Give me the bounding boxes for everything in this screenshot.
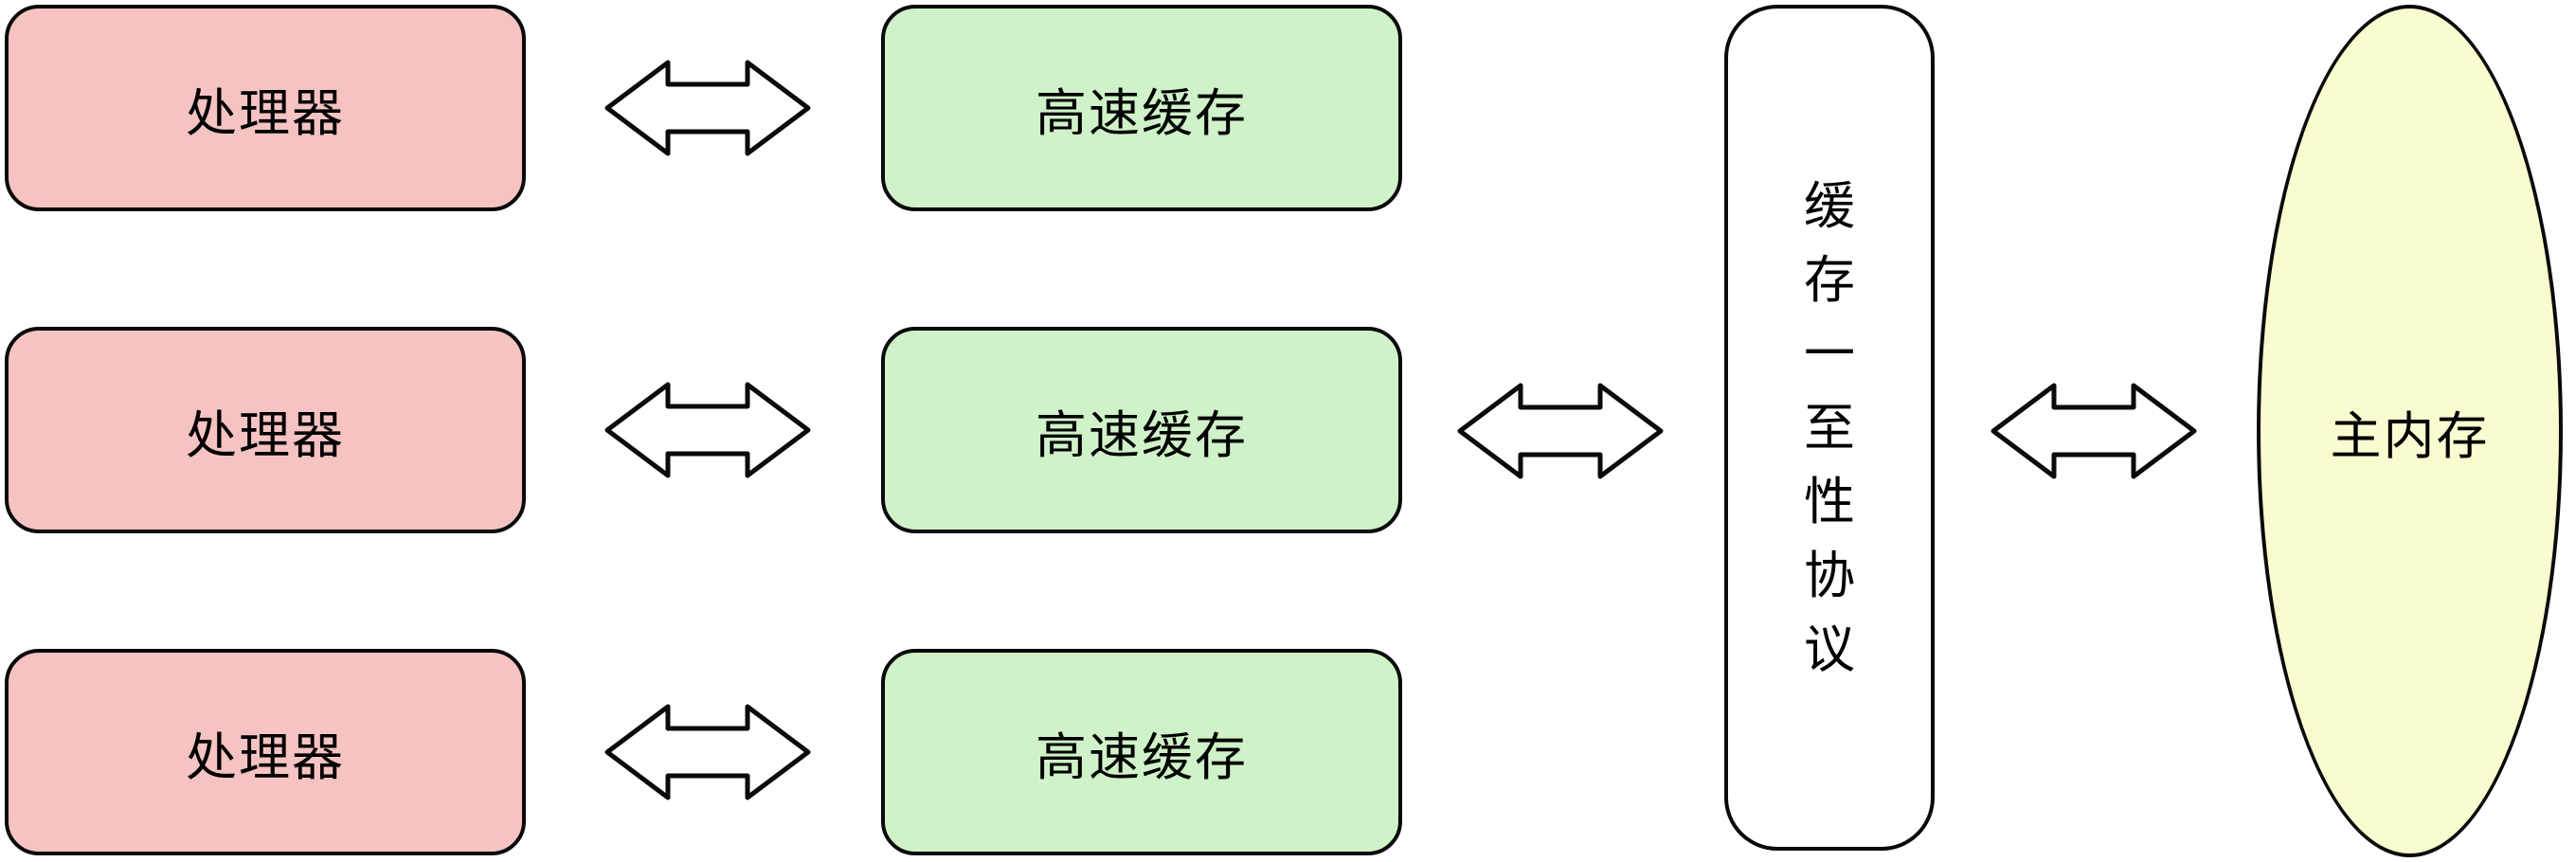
double-arrow-icon-processor3-cache3 xyxy=(604,704,811,800)
processor-label-3: 处理器 xyxy=(186,728,345,786)
double-arrow-icon-protocol-memory xyxy=(1991,383,2197,479)
double-arrow-icon-cache-protocol xyxy=(1457,383,1664,479)
cache-box-3: 高速缓存 xyxy=(881,649,1402,855)
cache-label-1: 高速缓存 xyxy=(1036,84,1248,142)
processor-box-3: 处理器 xyxy=(5,649,526,855)
cache-label-3: 高速缓存 xyxy=(1036,728,1248,786)
memory-ellipse: 主内存 xyxy=(2257,5,2563,857)
double-arrow-icon-processor2-cache2 xyxy=(604,382,811,478)
processor-box-2: 处理器 xyxy=(5,327,526,533)
cache-box-1: 高速缓存 xyxy=(881,5,1402,211)
protocol-box: 缓存一至性协议 xyxy=(1724,5,1935,851)
protocol-label: 缓存一至性协议 xyxy=(1804,177,1855,678)
memory-label: 主内存 xyxy=(2330,407,2490,465)
processor-label-2: 处理器 xyxy=(186,406,345,464)
double-arrow-icon-processor1-cache1 xyxy=(604,60,811,156)
cache-box-2: 高速缓存 xyxy=(881,327,1402,533)
cache-label-2: 高速缓存 xyxy=(1036,406,1248,464)
processor-box-1: 处理器 xyxy=(5,5,526,211)
processor-label-1: 处理器 xyxy=(186,84,345,142)
